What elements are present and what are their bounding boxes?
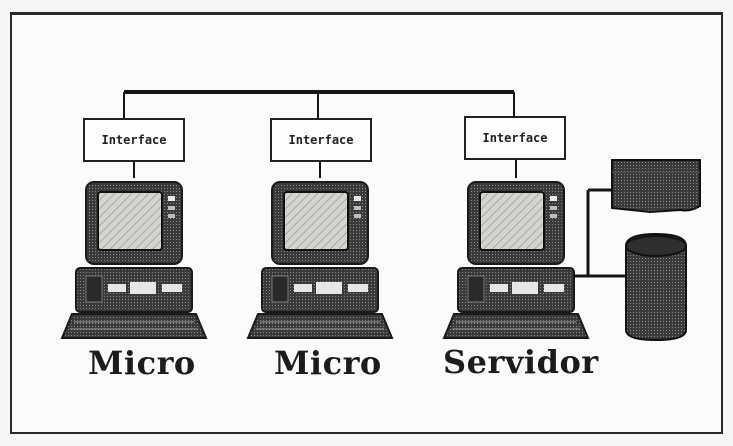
interface-box-3: Interface (464, 116, 566, 160)
node-label-servidor: Servidor (443, 343, 599, 381)
computer-icon-1 (62, 182, 206, 338)
interface-box-2: Interface (270, 118, 372, 162)
printer-icon (612, 160, 700, 212)
interface-box-1: Interface (83, 118, 185, 162)
server-computer-icon (444, 182, 588, 338)
node-label-micro-1: Micro (88, 344, 196, 382)
disk-storage-icon (626, 234, 686, 340)
computer-icon-2 (248, 182, 392, 338)
node-label-micro-2: Micro (274, 344, 382, 382)
